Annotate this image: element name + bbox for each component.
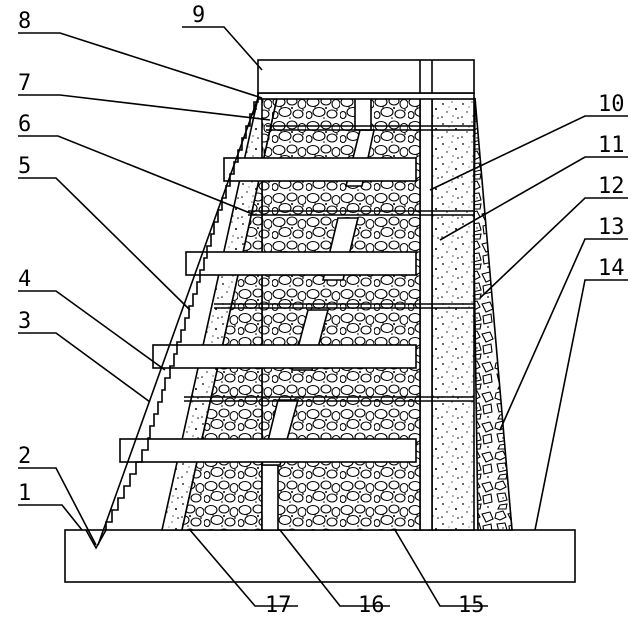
label-6: 6 [18,112,31,137]
diagonal-rib-16 [262,465,278,530]
foundation-base [65,530,575,582]
label-17: 17 [265,593,292,618]
anchor-slab-2 [186,252,416,275]
label-4: 4 [18,267,31,292]
label-3: 3 [18,309,31,334]
label-7: 7 [18,71,31,96]
anchor-slab-1 [224,158,416,181]
anchor-slab-3 [153,345,416,368]
label-13: 13 [598,215,625,240]
label-9: 9 [192,3,205,28]
label-5: 5 [18,154,31,179]
label-15: 15 [458,593,485,618]
concrete-column-right [432,98,474,530]
label-10: 10 [598,92,625,117]
label-8: 8 [18,9,31,34]
label-2: 2 [18,444,31,469]
rubble-fill [474,98,512,530]
label-11: 11 [598,133,625,158]
label-14: 14 [598,256,625,281]
cap-beam [258,93,474,99]
inner-wall [420,98,432,530]
label-16: 16 [358,593,385,618]
label-1: 1 [18,481,31,506]
anchor-slab-4 [120,439,416,462]
top-block [258,60,474,93]
label-12: 12 [598,174,625,199]
